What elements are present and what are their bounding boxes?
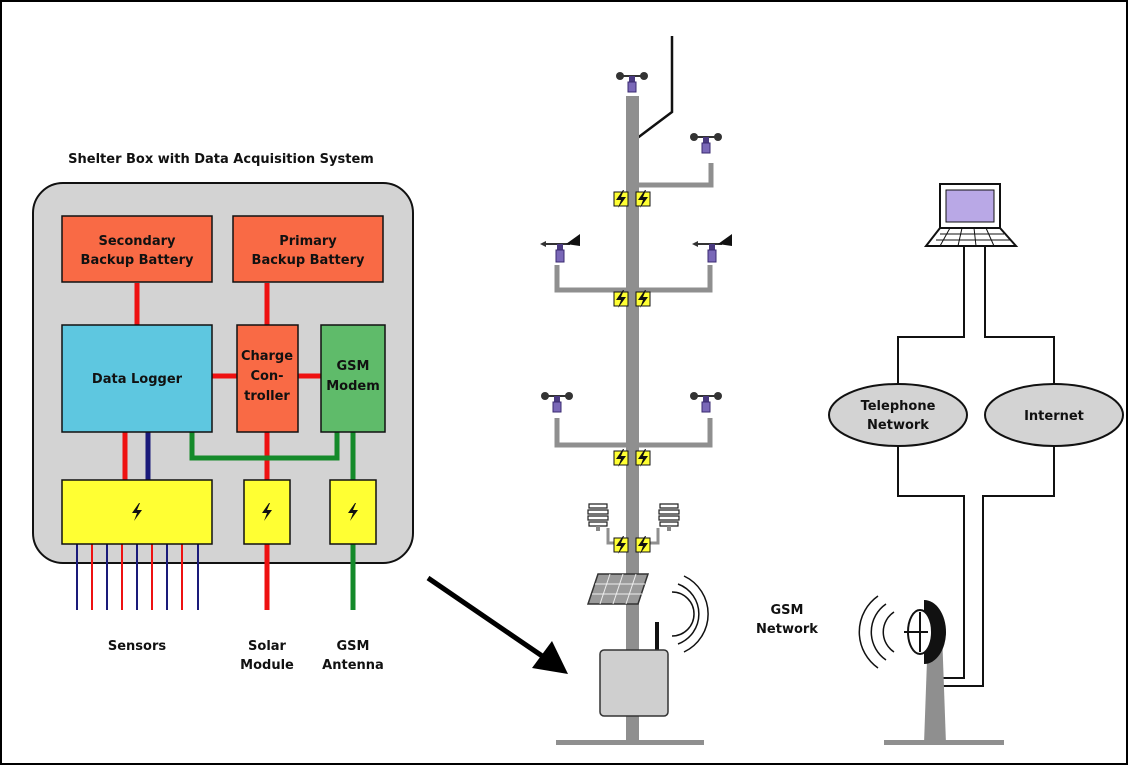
pointer-arrow (426, 575, 568, 674)
telephone-network-label-1: Telephone (861, 399, 936, 414)
gsm-network-label-1: GSM (771, 603, 804, 618)
sensors-label: Sensors (108, 639, 167, 654)
base-station-tower-icon (884, 600, 1004, 745)
data-logger-box (61, 324, 213, 433)
solar-label-1: Solar (248, 639, 287, 654)
internet-label: Internet (1024, 409, 1084, 424)
laptop-icon (923, 183, 1019, 247)
tower-radio-waves-icon (858, 595, 895, 669)
primary-battery-label-1: Primary (279, 234, 337, 249)
telephone-network-label-2: Network (867, 418, 929, 433)
primary-battery-label-2: Backup Battery (252, 253, 365, 268)
network-cabling (897, 246, 1055, 687)
secondary-battery-box (61, 215, 213, 283)
gsm-network-label-2: Network (756, 622, 818, 637)
solar-label-2: Module (240, 658, 294, 673)
gsm-antenna-label-1: GSM (337, 639, 370, 654)
charge-controller-box (236, 324, 299, 433)
charge-controller-label-3: troller (244, 389, 290, 404)
primary-battery-box (232, 215, 384, 283)
charge-controller-label-2: Con- (250, 369, 283, 384)
data-logger-label: Data Logger (92, 372, 183, 387)
mast-surge-protectors (613, 190, 651, 554)
mast-radio-waves-icon (671, 575, 709, 653)
gsm-modem-box (320, 324, 386, 433)
gsm-modem-label-1: GSM (337, 359, 370, 374)
logger-enclosure-icon (599, 622, 669, 717)
telephone-network-cloud (828, 383, 968, 447)
solar-panel-icon (586, 573, 650, 605)
shelter-wiring (76, 283, 356, 610)
gsm-antenna-label-2: Antenna (322, 658, 384, 673)
gsm-modem-label-2: Modem (326, 379, 380, 394)
shelter-title: Shelter Box with Data Acquisition System (68, 152, 374, 167)
secondary-battery-label-2: Backup Battery (81, 253, 194, 268)
secondary-battery-label-1: Secondary (98, 234, 176, 249)
internet-cloud (984, 383, 1124, 447)
charge-controller-label-1: Charge (241, 349, 293, 364)
